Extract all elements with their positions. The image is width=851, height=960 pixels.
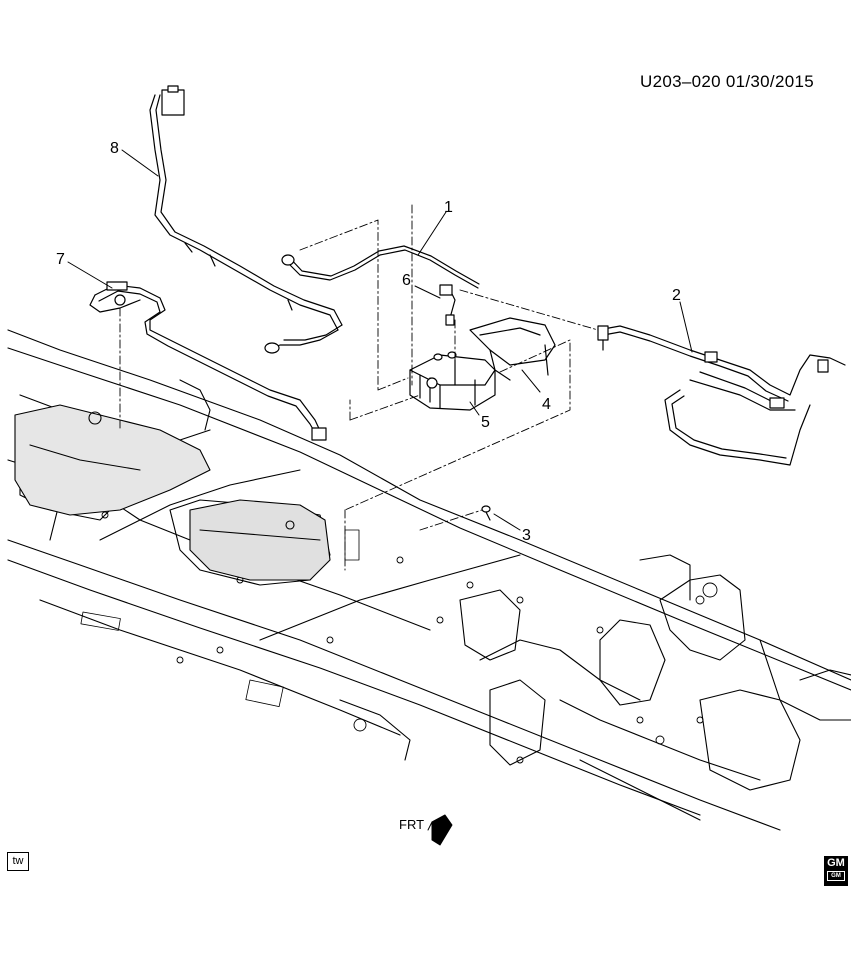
- callout-8: 8: [110, 140, 119, 157]
- callout-7: 7: [56, 251, 65, 268]
- part-2-pipe-assembly: [597, 325, 846, 466]
- callout-2: 2: [672, 287, 681, 304]
- part-6-vent-valve: [439, 284, 456, 326]
- callout-4: 4: [542, 396, 551, 413]
- part-1-vapor-pipe: [281, 245, 480, 289]
- part-3-bolt: [481, 505, 491, 521]
- callout-numbers: 1 2 3 4 5 6 7 8 FRT: [56, 140, 681, 832]
- front-arrow-icon: [427, 814, 453, 846]
- part-4-bracket: [469, 317, 556, 381]
- front-arrow-label: FRT: [399, 817, 424, 832]
- diagram-code: U203–020 01/30/2015: [640, 72, 814, 91]
- fuel-tank: [14, 404, 331, 581]
- tw-badge: tw: [7, 852, 29, 871]
- guide-lines: [119, 204, 599, 571]
- callout-3: 3: [522, 527, 531, 544]
- gm-logo-text: GM: [827, 857, 845, 869]
- frame-holes: [55, 465, 718, 764]
- part-5-evap-canister: [409, 351, 496, 411]
- callout-5: 5: [481, 414, 490, 431]
- callout-6: 6: [402, 272, 411, 289]
- gm-logo-sub: GM: [827, 871, 845, 881]
- callout-1: 1: [444, 199, 453, 216]
- part-7-fuel-pipes: [89, 281, 327, 441]
- part-8-harness: [149, 85, 343, 354]
- gm-logo: GM GM: [824, 856, 848, 886]
- callout-leaders: [67, 149, 693, 531]
